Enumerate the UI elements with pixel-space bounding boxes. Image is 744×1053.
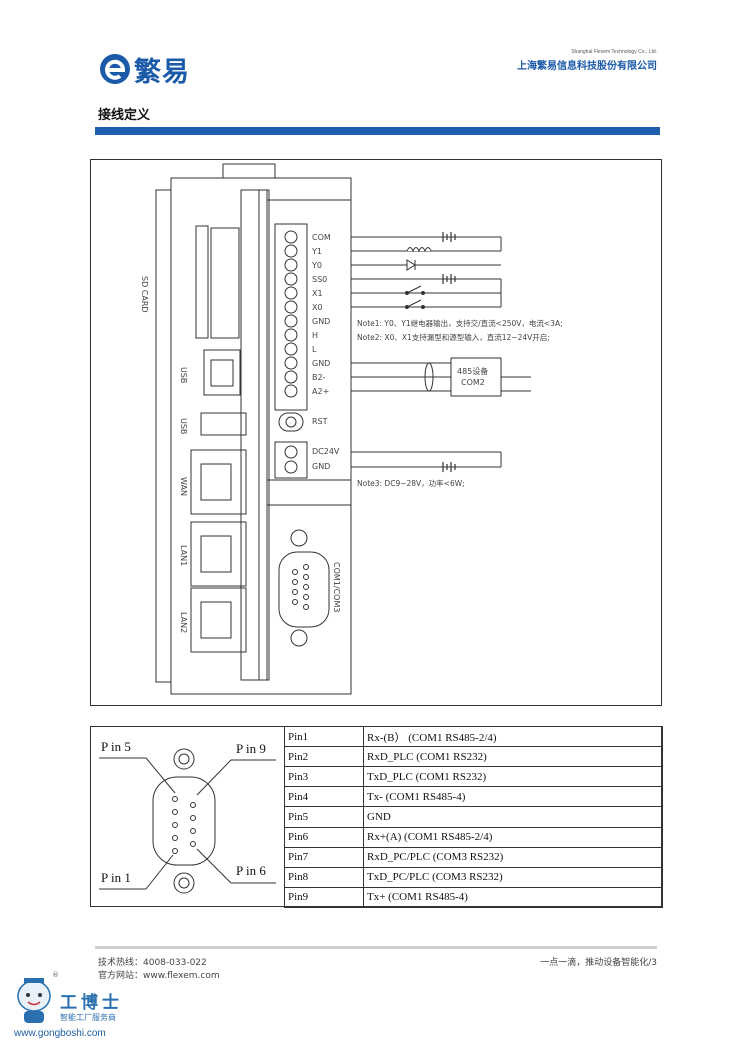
relay-coil-icon xyxy=(406,247,432,253)
pin-cell: Pin8 xyxy=(284,866,364,888)
led-icon xyxy=(406,259,416,271)
pin1-label: P in 1 xyxy=(101,870,131,885)
terminal-label: GND xyxy=(312,317,331,326)
label-usb-a: USB xyxy=(179,418,188,435)
terminal-label: COM xyxy=(312,233,331,242)
battery-symbols xyxy=(442,232,456,472)
watermark-url[interactable]: www.gongboshi.com xyxy=(14,1028,106,1039)
mascot-icon xyxy=(17,978,51,1023)
note-2: Note2: X0、X1支持漏型和源型输入，直流12~24V开启; xyxy=(357,333,550,342)
power-label-dc24v: DC24V xyxy=(312,447,340,456)
power-label-gnd: GND xyxy=(312,462,331,471)
terminal-label: Y0 xyxy=(312,261,322,270)
com-port xyxy=(278,551,330,628)
section-title: 接线定义 xyxy=(98,108,151,123)
wiring-lines xyxy=(351,236,531,468)
db9-pins xyxy=(172,796,196,854)
terminal-label: Y1 xyxy=(312,247,322,256)
rs485-device-box xyxy=(450,357,502,397)
wiring-diagram: SD CARD USB USB WAN LAN1 LAN2 COM Y1 Y0 … xyxy=(90,159,662,706)
terminal-labels: COM Y1 Y0 SS0 X1 X0 GND H L GND B2- A2+ xyxy=(312,231,331,399)
desc-cell: TxD_PC/PLC (COM3 RS232) xyxy=(363,866,663,888)
device-box-label-2: COM2 xyxy=(461,378,485,387)
label-lan1: LAN1 xyxy=(179,545,188,567)
company-name-en: Shanghai Flexem Technology Co., Ltd. xyxy=(571,49,657,55)
terminal-label: H xyxy=(312,331,319,340)
terminal-label: SS0 xyxy=(312,275,328,284)
watermark-title: 工博士 xyxy=(60,993,123,1013)
desc-cell: TxD_PLC (COM1 RS232) xyxy=(363,766,663,788)
pin5-label: P in 5 xyxy=(101,739,131,754)
footer-divider xyxy=(95,946,657,949)
company-name-cn: 上海繁易信息科技股份有限公司 xyxy=(517,61,657,72)
terminal-label: L xyxy=(312,345,317,354)
terminal-label: A2+ xyxy=(312,387,330,396)
logo-text: 繁易 xyxy=(134,57,190,88)
label-lan2: LAN2 xyxy=(179,612,188,634)
pin6-label: P in 6 xyxy=(236,863,266,878)
com-port-pins xyxy=(292,564,309,610)
pin-cell: Pin9 xyxy=(284,886,364,909)
rst-label: RST xyxy=(312,417,328,426)
pin9-label: P in 9 xyxy=(236,741,266,756)
switch-x0-icon xyxy=(406,299,422,308)
desc-cell: GND xyxy=(363,806,663,828)
pin-cell: Pin1 xyxy=(284,725,364,748)
desc-cell: Rx-(B） (COM1 RS485-2/4) xyxy=(363,725,663,748)
pin-cell: Pin2 xyxy=(284,746,364,768)
pin-cell: Pin6 xyxy=(284,826,364,848)
footer-slogan: 一点一滴，推动设备智能化/3 xyxy=(540,958,657,968)
pin-cell: Pin4 xyxy=(284,786,364,808)
flexem-logo-icon xyxy=(100,54,130,84)
usb-a-port xyxy=(200,412,247,436)
pin-cell: Pin3 xyxy=(284,766,364,788)
footer-website[interactable]: 官方网站：www.flexem.com xyxy=(98,971,220,981)
left-labels: SD CARD USB USB WAN LAN1 LAN2 xyxy=(91,160,191,707)
power-terminal xyxy=(274,441,308,479)
terminal-label: GND xyxy=(312,359,331,368)
lan2-port xyxy=(190,587,247,653)
terminal-block xyxy=(274,223,308,411)
lan1-port xyxy=(190,521,247,587)
sd-card-slot xyxy=(195,225,209,339)
note-3: Note3: DC9~28V，功率<6W; xyxy=(357,479,465,488)
db9-connector xyxy=(152,776,216,866)
terminal-screws xyxy=(284,230,298,398)
desc-cell: Tx+ (COM1 RS485-4) xyxy=(363,886,663,909)
desc-cell: RxD_PC/PLC (COM3 RS232) xyxy=(363,846,663,868)
note-1: Note1: Y0、Y1继电器输出，支持交/直流<250V，电流<3A; xyxy=(357,319,563,328)
pin-cell: Pin5 xyxy=(284,806,364,828)
switch-x1-icon xyxy=(406,285,422,294)
usb-b-port xyxy=(203,349,241,396)
terminal-label: X1 xyxy=(312,289,323,298)
footer-hotline: 技术热线：4008-033-022 xyxy=(98,958,207,968)
desc-cell: Rx+(A) (COM1 RS485-2/4) xyxy=(363,826,663,848)
watermark-subtitle: 智能工厂服务商 xyxy=(60,1013,116,1022)
desc-cell: Tx- (COM1 RS485-4) xyxy=(363,786,663,808)
pin-cell: Pin7 xyxy=(284,846,364,868)
registered-mark: ® xyxy=(52,971,59,979)
terminal-label: X0 xyxy=(312,303,323,312)
label-sd-card: SD CARD xyxy=(140,276,149,313)
title-bar xyxy=(95,127,660,135)
label-wan: WAN xyxy=(179,477,188,496)
label-usb-b: USB xyxy=(179,367,188,384)
wan-port xyxy=(190,449,247,515)
device-box-label-1: 485设备 xyxy=(457,367,489,376)
rst-button xyxy=(278,412,304,432)
desc-cell: RxD_PLC (COM1 RS232) xyxy=(363,746,663,768)
com-port-label: COM1/COM3 xyxy=(332,562,341,613)
terminal-label: B2- xyxy=(312,373,326,382)
